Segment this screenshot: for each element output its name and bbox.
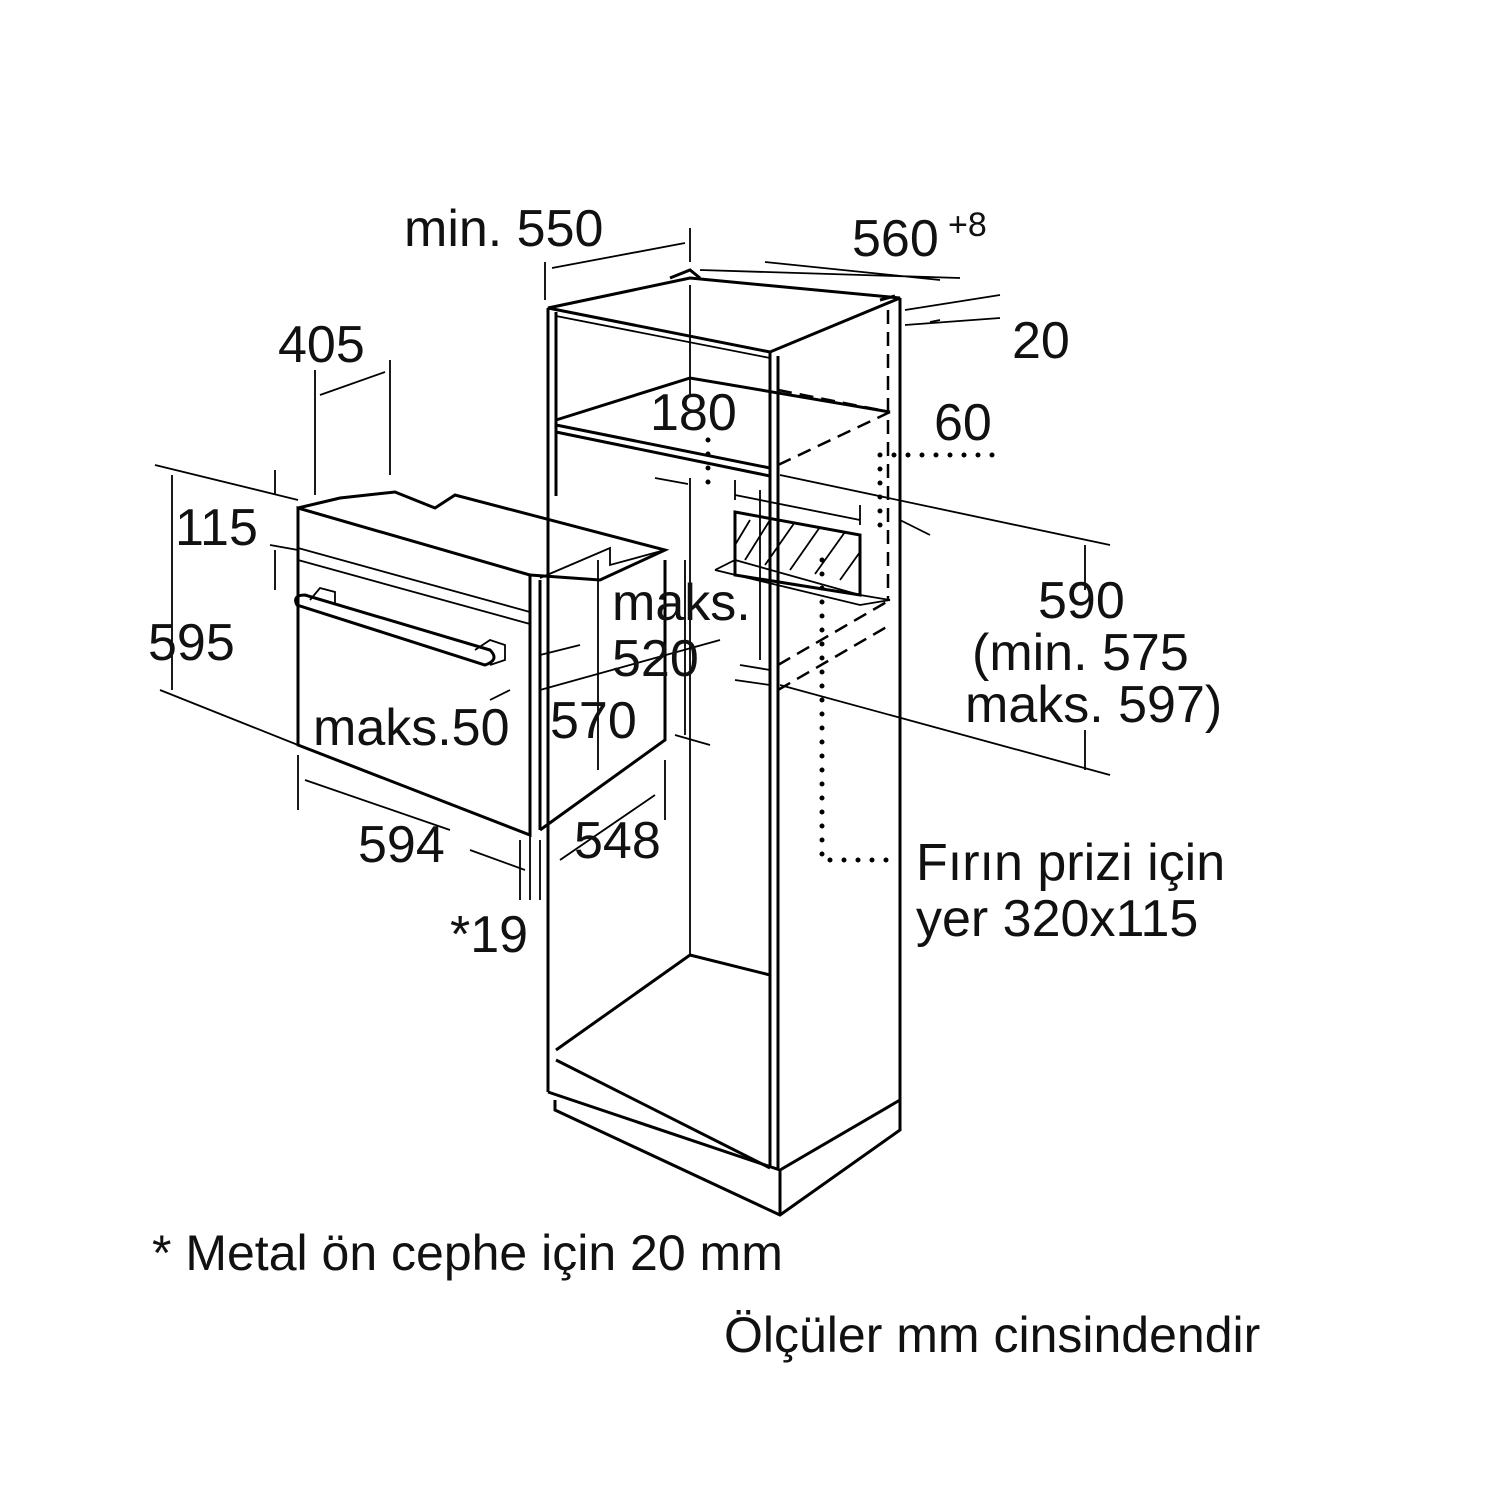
dim-min550: min. 550	[404, 200, 603, 258]
footnote: * Metal ön cephe için 20 mm	[152, 1225, 783, 1281]
dim-115: 115	[175, 499, 258, 557]
dim-60: 60	[934, 394, 992, 452]
dim-405: 405	[278, 316, 365, 374]
socket-note-line1: Fırın prizi için	[916, 834, 1225, 892]
dim-20: 20	[1012, 312, 1070, 370]
socket-hatch	[714, 510, 891, 606]
dim-590: 590	[1038, 572, 1125, 630]
units-note: Ölçüler mm cinsindendir	[724, 1307, 1260, 1363]
dim-595: 595	[148, 614, 235, 672]
dimension-lines	[154, 228, 1111, 900]
dim-560: 560	[852, 210, 939, 268]
dim-180: 180	[650, 384, 737, 442]
dim-590-max: maks. 597)	[965, 676, 1222, 734]
socket-note-line2: yer 320x115	[916, 890, 1198, 948]
dim-560-tolerance: +8	[948, 206, 987, 244]
dim-19: *19	[450, 906, 528, 964]
cabinet	[546, 268, 1008, 1217]
dim-590-min: (min. 575	[972, 624, 1189, 682]
dim-520: 520	[612, 630, 699, 688]
oven	[294, 490, 670, 838]
dim-maks: maks.	[612, 574, 751, 632]
dim-548: 548	[574, 812, 661, 870]
dim-570: 570	[550, 692, 637, 750]
dim-594: 594	[358, 816, 445, 874]
dim-maks50: maks.50	[313, 699, 510, 757]
